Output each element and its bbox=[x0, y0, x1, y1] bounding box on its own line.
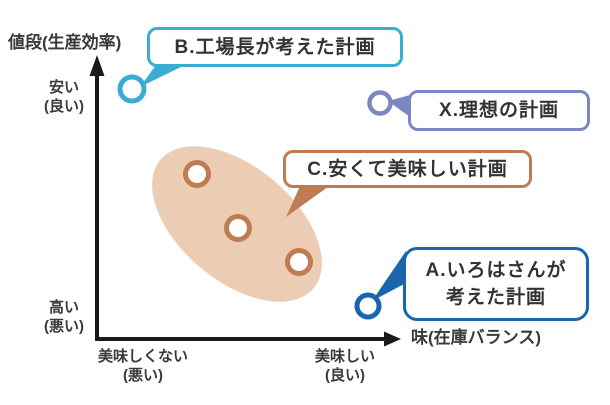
point-plan-a bbox=[354, 292, 382, 320]
callout-b-tail bbox=[140, 65, 185, 87]
point-plan-c1 bbox=[183, 160, 211, 188]
callout-x-tail bbox=[388, 95, 410, 117]
point-plan-c2 bbox=[224, 214, 252, 242]
y-axis-bottom-label: 高い (悪い) bbox=[44, 299, 84, 335]
point-plan-c3 bbox=[285, 248, 313, 276]
callout-plan-a: A.いろはさんが 考えた計画 bbox=[403, 247, 589, 321]
y-axis-arrow-icon bbox=[89, 55, 105, 76]
point-plan-x bbox=[367, 90, 393, 116]
callout-plan-x: X.理想の計画 bbox=[408, 90, 590, 131]
callout-plan-b: B.工場長が考えた計画 bbox=[147, 27, 403, 67]
x-axis-arrow-icon bbox=[384, 331, 401, 347]
x-axis-title: 味(在庫バランス) bbox=[411, 328, 541, 347]
callout-a-tail bbox=[372, 251, 406, 301]
y-axis-top-label: 安い (良い) bbox=[44, 79, 84, 115]
x-axis-right-label: 美味しい (良い) bbox=[314, 348, 375, 384]
callout-plan-c: C.安くて美味しい計画 bbox=[283, 150, 532, 188]
callout-c-tail bbox=[286, 184, 332, 217]
point-plan-b bbox=[117, 74, 147, 104]
y-axis-title: 値段(生産効率) bbox=[8, 33, 122, 52]
x-axis-left-label: 美味しくない (悪い) bbox=[97, 348, 188, 384]
